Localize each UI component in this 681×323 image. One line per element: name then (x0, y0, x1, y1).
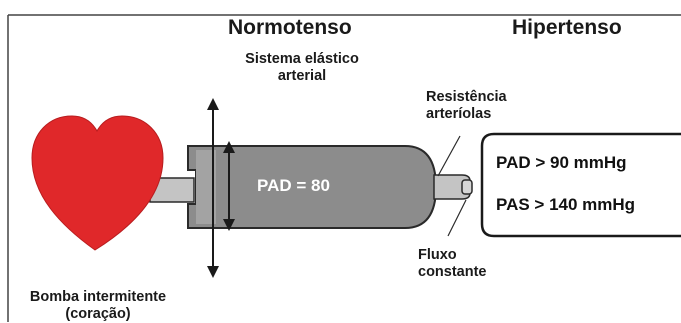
long-arrow-down-head (207, 266, 219, 278)
pas-threshold: PAS > 140 mmHg (496, 195, 636, 214)
resistencia-leader (437, 135, 461, 177)
sistema-elastico-label: Sistema elástico arterial (222, 51, 382, 85)
short-arrow-up-head (223, 141, 235, 153)
hipertenso-title: Hipertenso (512, 16, 622, 39)
resistencia-label: Resistência arteríolas (426, 89, 507, 123)
fluxo-label: Fluxo constante (418, 247, 487, 281)
bomba-label: Bomba intermitente (coração) (8, 289, 188, 323)
sistema-line-2: arterial (277, 68, 327, 84)
fluxo-line-1: Fluxo (418, 247, 457, 263)
resistencia-line-2: arteríolas (426, 106, 492, 122)
heart-icon (31, 115, 164, 251)
normotenso-title: Normotenso (228, 16, 352, 39)
bomba-line-2: (coração) (65, 306, 131, 322)
sistema-line-1: Sistema elástico (245, 51, 359, 67)
pad-threshold: PAD > 90 mmHg (496, 153, 627, 172)
bomba-line-1: Bomba intermitente (29, 289, 167, 305)
short-arrow-down-head (223, 219, 235, 231)
cylinder-inner-shade (196, 150, 216, 224)
fluxo-line-2: constante (418, 264, 487, 280)
fluxo-leader (447, 199, 467, 237)
outlet-nozzle (461, 179, 473, 195)
hypertension-box (480, 132, 681, 238)
long-arrow-up-head (207, 98, 219, 110)
resistencia-line-1: Resistência (426, 89, 507, 105)
cylinder-pad-label: PAD = 80 (257, 176, 330, 195)
